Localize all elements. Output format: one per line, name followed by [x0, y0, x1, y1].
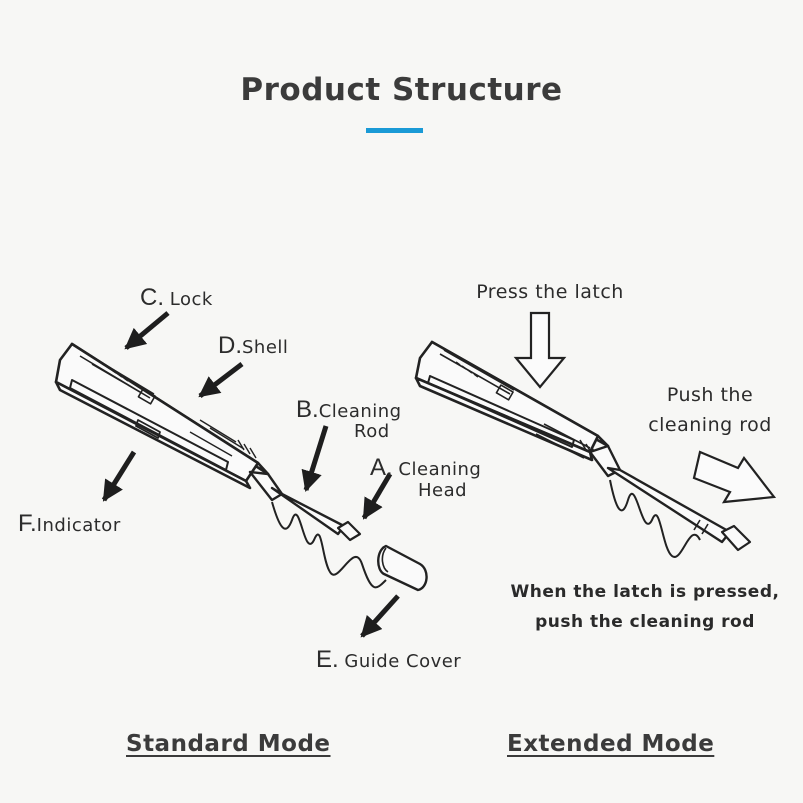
lock-mechanism — [79, 351, 156, 405]
indicator-window — [69, 379, 229, 471]
spring-cord — [271, 501, 387, 589]
arrow-rod — [301, 425, 329, 493]
push-right-arrow-icon — [692, 450, 777, 504]
label-cleaning-head-line2: Head — [418, 480, 468, 501]
pen-shell-front — [54, 342, 260, 483]
press-latch-label: Press the latch — [476, 281, 624, 303]
label-lock: C. Lock — [140, 284, 213, 311]
guide-cover — [377, 544, 428, 592]
push-rod-label-line1: Push the — [666, 384, 754, 406]
arrow-cover — [360, 594, 400, 638]
pointer-arrows — [101, 311, 400, 638]
standard-pen — [54, 342, 428, 592]
label-cleaning-rod: B.Cleaning — [296, 396, 402, 423]
arrow-head — [361, 472, 393, 520]
label-cleaning-head: A. Cleaning — [370, 454, 482, 481]
arrow-indicator — [101, 450, 137, 502]
note-line2: push the cleaning rod — [535, 612, 755, 632]
extended-mode-caption: Extended Mode — [507, 731, 715, 757]
push-rod-label-line2: cleaning rod — [648, 414, 772, 436]
standard-mode-caption: Standard Mode — [126, 731, 331, 757]
label-cleaning-rod-line2: Rod — [354, 421, 390, 442]
arrow-shell — [198, 362, 244, 398]
cleaning-head — [336, 520, 362, 542]
title-accent-bar — [366, 128, 423, 133]
label-guide-cover: E. Guide Cover — [316, 646, 462, 673]
page-title: Product Structure — [240, 72, 563, 108]
extended-pen — [414, 340, 752, 558]
arrow-lock — [124, 311, 170, 350]
label-indicator: F.Indicator — [18, 510, 121, 537]
press-down-arrow-icon — [513, 311, 567, 389]
note-line1: When the latch is pressed, — [510, 582, 780, 602]
label-shell: D.Shell — [218, 332, 289, 359]
